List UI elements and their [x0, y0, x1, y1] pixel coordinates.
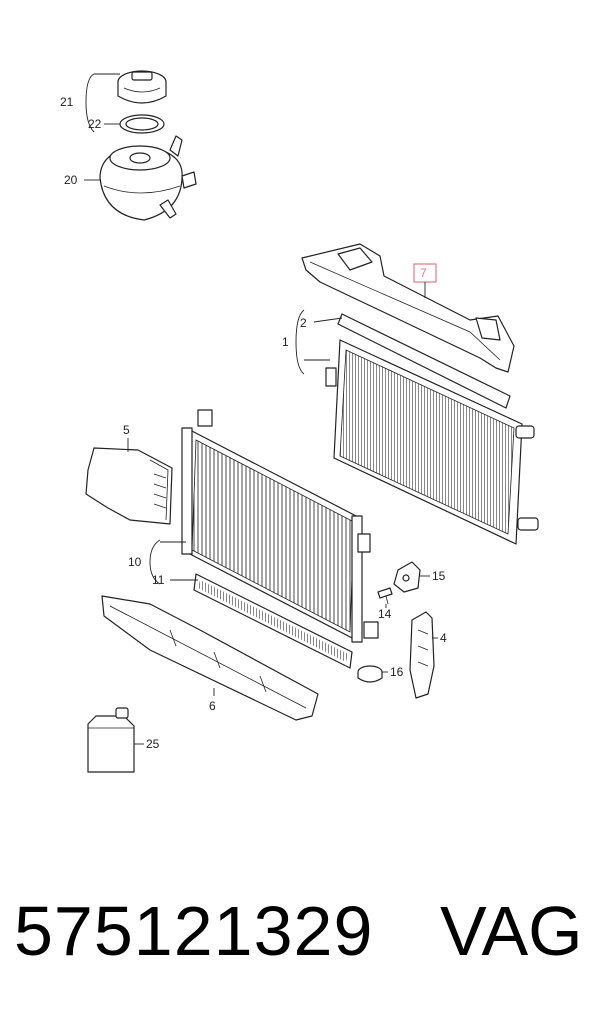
exploded-parts-diagram: 21 22 20 7 2 1 5 10 11 15 14 4 16 6 25: [60, 70, 539, 773]
callout-25: 25: [146, 737, 160, 751]
callout-11: 11: [152, 573, 165, 587]
lower-air-guide: [101, 595, 319, 721]
screw: [377, 587, 393, 605]
callout-21: 21: [60, 95, 74, 109]
part-number: 575121329: [14, 892, 374, 970]
callout-6: 6: [209, 699, 216, 713]
callout-7: 7: [420, 266, 427, 280]
expansion-tank: [99, 135, 197, 221]
main-radiator: [325, 339, 539, 545]
callout-16: 16: [390, 665, 404, 679]
callout-14: 14: [378, 607, 392, 621]
filler-cap: [117, 70, 167, 104]
callout-20: 20: [64, 173, 78, 187]
callout-2: 2: [300, 316, 307, 330]
seal-strip: [337, 313, 511, 409]
air-guide-right: [409, 611, 435, 699]
callout-10: 10: [128, 555, 142, 569]
callout-labels: 21 22 20 7 2 1 5 10 11 15 14 4 16 6 25: [60, 73, 447, 751]
front-radiator: [181, 409, 379, 643]
callout-22: 22: [88, 117, 102, 131]
callout-4: 4: [440, 631, 447, 645]
callout-1: 1: [282, 335, 289, 349]
upper-air-guide: [301, 243, 515, 373]
seal-ring: [119, 114, 165, 134]
rubber-buffer: [357, 665, 383, 683]
lower-seal-strip: [193, 573, 353, 669]
coolant-bottle: [87, 707, 135, 773]
air-guide-left: [85, 447, 173, 525]
callout-15: 15: [432, 569, 446, 583]
bracket: [393, 561, 421, 593]
brand-name: VAG: [440, 892, 583, 970]
callout-5: 5: [123, 423, 130, 437]
